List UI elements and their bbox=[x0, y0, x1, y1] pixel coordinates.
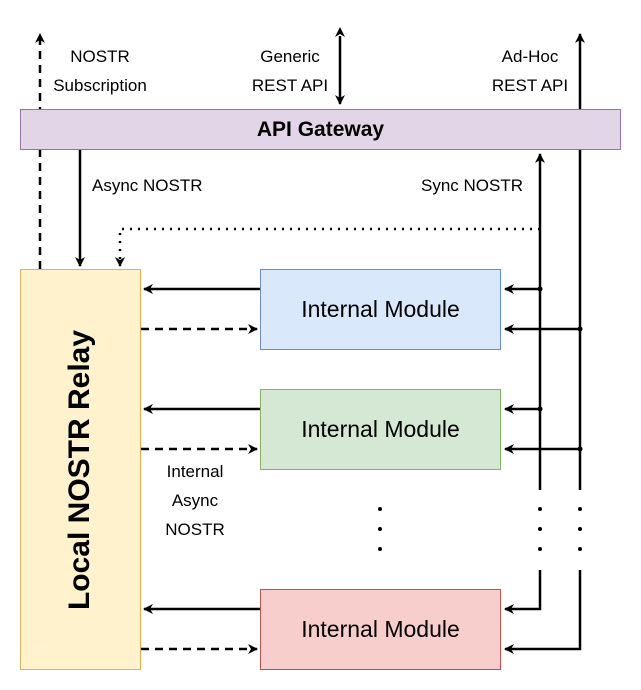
ellipsis-dots bbox=[378, 507, 582, 551]
adhoc-rest-label: Ad-Hoc REST API bbox=[480, 42, 580, 100]
internal-module-2: Internal Module bbox=[260, 389, 501, 470]
nostr-subscription-line-2: Subscription bbox=[53, 76, 147, 95]
internal-module-3-label: Internal Module bbox=[301, 616, 460, 642]
sync-nostr-label: Sync NOSTR bbox=[421, 176, 524, 195]
adhoc-rest-line-2: REST API bbox=[491, 76, 569, 95]
internal-module-2-label: Internal Module bbox=[301, 416, 460, 442]
internal-async-line-3: NOSTR bbox=[165, 520, 225, 539]
local-nostr-relay-box: Local NOSTR Relay bbox=[20, 269, 141, 670]
adhoc-rest-line-1: Ad-Hoc bbox=[501, 47, 559, 66]
internal-module-1-label: Internal Module bbox=[301, 296, 460, 322]
dotted-relay-arrow bbox=[115, 227, 540, 267]
internal-async-nostr-label: Internal Async NOSTR bbox=[150, 457, 240, 544]
internal-async-line-2: Async bbox=[171, 491, 219, 510]
async-nostr-label: Async NOSTR bbox=[92, 176, 203, 195]
nostr-subscription-label: NOSTR Subscription bbox=[45, 42, 155, 100]
sync-nostr-bus-bottom bbox=[504, 570, 542, 614]
internal-module-1: Internal Module bbox=[260, 269, 501, 350]
nostr-subscription-line-1: NOSTR bbox=[70, 47, 130, 66]
generic-rest-line-1: Generic bbox=[260, 47, 320, 66]
api-gateway-label: API Gateway bbox=[256, 117, 385, 141]
api-gateway-box: API Gateway bbox=[20, 109, 621, 150]
local-nostr-relay-label: Local NOSTR Relay bbox=[63, 329, 97, 610]
adhoc-rest-bus-bottom bbox=[504, 570, 582, 654]
internal-async-line-1: Internal bbox=[166, 462, 224, 481]
internal-module-3: Internal Module bbox=[260, 589, 501, 670]
generic-rest-line-2: REST API bbox=[251, 76, 329, 95]
generic-rest-label: Generic REST API bbox=[240, 42, 340, 100]
